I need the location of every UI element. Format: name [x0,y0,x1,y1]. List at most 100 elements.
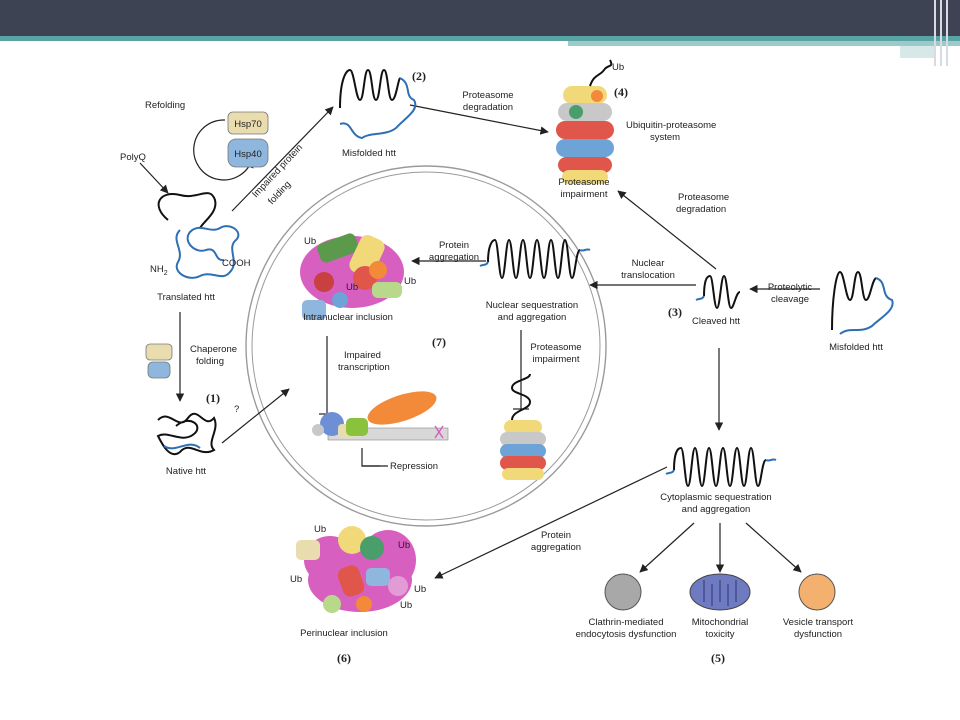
step-4-label: (4) [614,85,628,99]
accent-stripe-tab [900,46,936,58]
polyq-arrow [139,162,169,194]
mito-label-2: toxicity [705,629,734,640]
chaperone-label-2: folding [196,356,224,367]
question-label: ? [234,404,239,415]
intranuclear-inclusion [300,233,404,320]
corner-rule [946,0,948,66]
protein-aggregation2-label-2: aggregation [531,542,581,553]
nucleus-inner-ring [251,171,601,521]
clathrin-label-1: Clathrin-mediated [589,617,664,628]
chaperone-label-1: Chaperone [190,344,237,355]
proteolytic-label-1: Proteolytic [768,282,813,293]
proteasome-top [556,59,614,184]
proteasome-impairment-nuclear-2: impairment [533,354,580,365]
ub-top-label: Ub [612,62,624,73]
misfolded-right-label: Misfolded htt [829,342,883,353]
step-2-label: (2) [412,69,426,83]
proteasome-deg-top-1: Proteasome [462,90,513,101]
transcription-machinery [312,391,449,441]
vesicle-label-1: Vesicle transport [783,617,854,628]
nuclear-translocation-label-2: translocation [621,270,675,281]
impaired-tx-label-1: Impaired [344,350,381,361]
header-bar [0,0,960,36]
repression-label: Repression [390,461,438,472]
ub-label-b: Ub [346,282,358,293]
native-htt-label: Native htt [166,466,206,477]
hsp70-label: Hsp70 [234,119,261,130]
proteasome-deg-top-2: degradation [463,102,513,113]
mito-label-1: Mitochondrial [692,617,749,628]
proteasome-impairment-nuclear-1: Proteasome [530,342,581,353]
impaired-folding-arrow [231,106,334,212]
nuclear-seq-label-2: and aggregation [498,312,567,323]
protein-aggregation2-label-1: Protein [541,530,571,541]
hsp-chaperone [227,111,269,168]
intranuclear-label: Intranuclear inclusion [303,312,393,323]
nuclear-sequestration-htt [479,238,591,280]
cyto-seq-label-1: Cytoplasmic sequestration [660,492,771,503]
nuclear-translocation-label-1: Nuclear [632,258,665,269]
step-7-label: (7) [432,335,446,349]
nh2-label: NH2 [150,264,168,277]
proteasome-degradation-arrow [409,104,549,135]
perinuclear-label: Perinuclear inclusion [300,628,388,639]
proteasome-impairment-1: Proteasome [558,177,609,188]
protein-aggregation-perinuclear-arrow [434,466,668,579]
proteasome-deg-right-2: degradation [676,204,726,215]
step-1-label: (1) [206,391,220,405]
vesicle-arrow [745,522,802,573]
corner-rule [934,0,936,66]
cleaved-htt-label: Cleaved htt [692,316,740,327]
vesicle-label-2: dysfunction [794,629,842,640]
chaperone-icon [145,343,173,379]
misfolded-htt-right [831,270,894,335]
native-htt-arrow [221,388,290,444]
native-htt [156,412,217,455]
vesicle-icon [798,573,836,611]
refolding-cycle-arrow [193,119,254,181]
perinuclear-inclusion [296,526,416,613]
polyq-label: PolyQ [120,152,146,163]
ub-label-c: Ub [404,276,416,287]
mitochondria-icon [689,573,751,611]
clathrin-icon [604,573,642,611]
accent-stripe-light [568,41,960,46]
ups-label-1: Ubiquitin-proteasome [626,120,716,131]
proteasome-deg-right-1: Proteasome [678,192,729,203]
accent-stripe [0,36,960,41]
step-5-label: (5) [711,651,725,665]
repression-bracket [361,448,380,467]
nucleus-outer-ring [245,165,607,527]
ub-label-a: Ub [304,236,316,247]
impaired-tx-label-2: transcription [338,362,390,373]
protein-aggregation-label-2: aggregation [429,252,479,263]
ups-label-2: system [650,132,680,143]
proteasome-impairment-2: impairment [561,189,608,200]
ub-perinuclear-3: Ub [290,574,302,585]
clathrin-arrow [639,522,695,573]
translated-htt-label: Translated htt [157,292,215,303]
ub-perinuclear-2: Ub [398,540,410,551]
cyto-seq-label-2: and aggregation [682,504,751,515]
corner-rule [940,0,942,66]
ub-perinuclear-1: Ub [314,524,326,535]
misfolded-htt-top [339,68,417,140]
cleaved-htt [695,274,741,310]
protein-aggregation-label-1: Protein [439,240,469,251]
proteolytic-label-2: cleavage [771,294,809,305]
misfolded-top-label: Misfolded htt [342,148,396,159]
cooh-label: COOH [222,258,251,269]
proteasome-nuclear [500,373,546,480]
step-6-label: (6) [337,651,351,665]
cytoplasmic-sequestration-htt [665,446,777,488]
proteasome-degradation-right-arrow [617,190,717,270]
step-3-label: (3) [668,305,682,319]
hsp40-label: Hsp40 [234,149,261,160]
clathrin-label-2: endocytosis dysfunction [576,629,677,640]
ub-perinuclear-4: Ub [414,584,426,595]
refolding-label: Refolding [145,100,185,111]
translated-htt [157,192,240,279]
nuclear-seq-label-1: Nuclear sequestration [486,300,578,311]
ub-perinuclear-5: Ub [400,600,412,611]
